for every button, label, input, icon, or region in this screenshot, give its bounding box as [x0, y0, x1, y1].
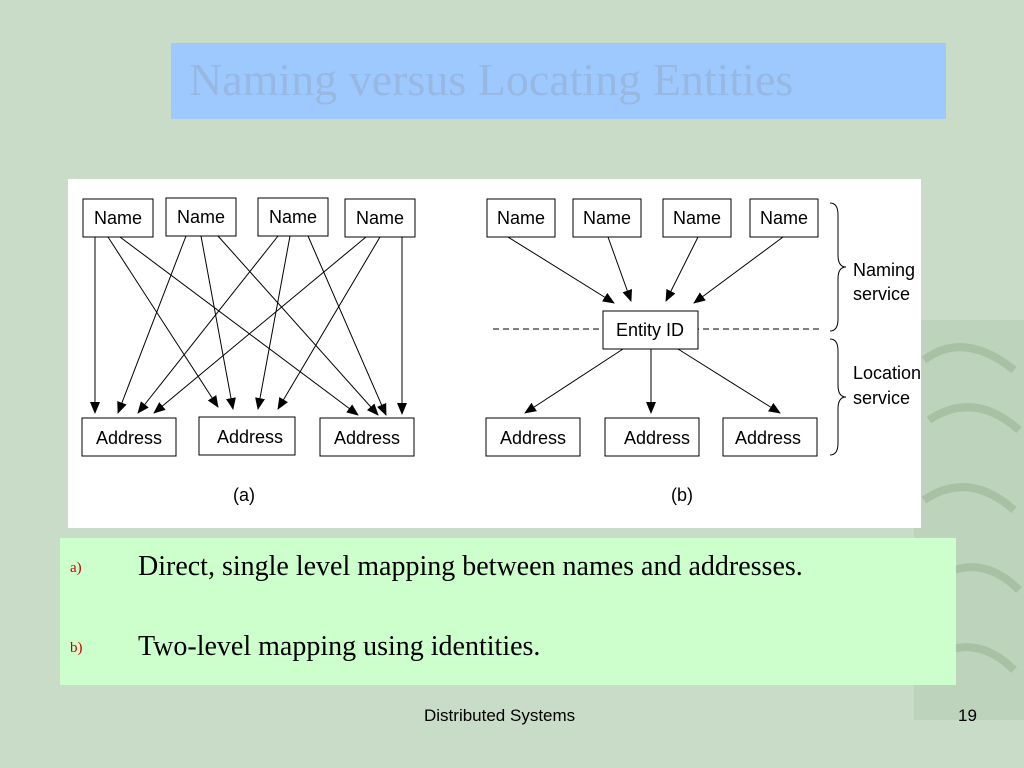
b-name-box-1 [486, 198, 556, 238]
a-name-box-2 [165, 197, 237, 237]
naming-service-label-line1: Naming [853, 260, 915, 280]
a-address-label-1: Address [96, 428, 162, 448]
b-name-label-3: Name [673, 208, 721, 228]
b-address-box-3 [722, 417, 818, 457]
entity-id-box [602, 310, 699, 350]
b-address-box-2 [604, 417, 700, 457]
a-address-box-1 [81, 417, 177, 457]
naming-service-brace [829, 202, 847, 332]
naming-diagram: Name Name Name Name Address Address Addr… [81, 197, 921, 505]
bullet-text-a: Direct, single level mapping between nam… [138, 551, 803, 582]
location-service-label-line1: Location [853, 363, 921, 383]
b-address-label-2: Address [624, 428, 690, 448]
a-name-box-1 [82, 198, 154, 238]
bullet-marker-b: b) [70, 640, 83, 656]
bullet-marker-a: a) [70, 560, 82, 576]
a-address-box-2 [198, 416, 296, 456]
a-name-label-2: Name [177, 207, 225, 227]
naming-service-label-line2: service [853, 284, 910, 304]
a-name-box-3 [257, 197, 329, 237]
a-name-label-4: Name [356, 208, 404, 228]
a-name-label-1: Name [94, 208, 142, 228]
b-id-to-address-arrows [524, 348, 781, 414]
b-address-box-1 [485, 417, 581, 457]
entity-id-label: Entity ID [616, 320, 684, 340]
b-name-box-3 [662, 198, 732, 238]
footer-page-number: 19 [958, 706, 977, 725]
a-address-label-3: Address [334, 428, 400, 448]
bullet-list: a) Direct, single level mapping between … [60, 538, 956, 685]
b-caption: (b) [671, 485, 693, 505]
diagram-b: Name Name Name Name Entity ID Address [485, 198, 921, 505]
a-address-box-3 [319, 417, 415, 457]
b-name-box-2 [572, 198, 642, 238]
location-service-label-line2: service [853, 388, 910, 408]
b-name-label-4: Name [760, 208, 808, 228]
a-caption: (a) [233, 485, 255, 505]
footer-course-title: Distributed Systems [424, 706, 576, 725]
slide-title: Naming versus Locating Entities [189, 54, 794, 105]
a-name-label-3: Name [269, 207, 317, 227]
location-service-brace [829, 338, 847, 456]
bullet-text-b: Two-level mapping using identities. [138, 631, 541, 662]
b-name-to-id-arrows [507, 236, 784, 304]
diagram-a: Name Name Name Name Address Address Addr… [81, 197, 416, 505]
title-banner: Naming versus Locating Entities [171, 43, 946, 119]
b-address-label-3: Address [735, 428, 801, 448]
diagram-panel: Name Name Name Name Address Address Addr… [68, 179, 921, 528]
a-address-label-2: Address [217, 427, 283, 447]
b-name-label-2: Name [583, 208, 631, 228]
b-name-label-1: Name [497, 208, 545, 228]
b-name-box-4 [749, 198, 819, 238]
b-address-label-1: Address [500, 428, 566, 448]
a-mapping-arrows [90, 235, 407, 416]
